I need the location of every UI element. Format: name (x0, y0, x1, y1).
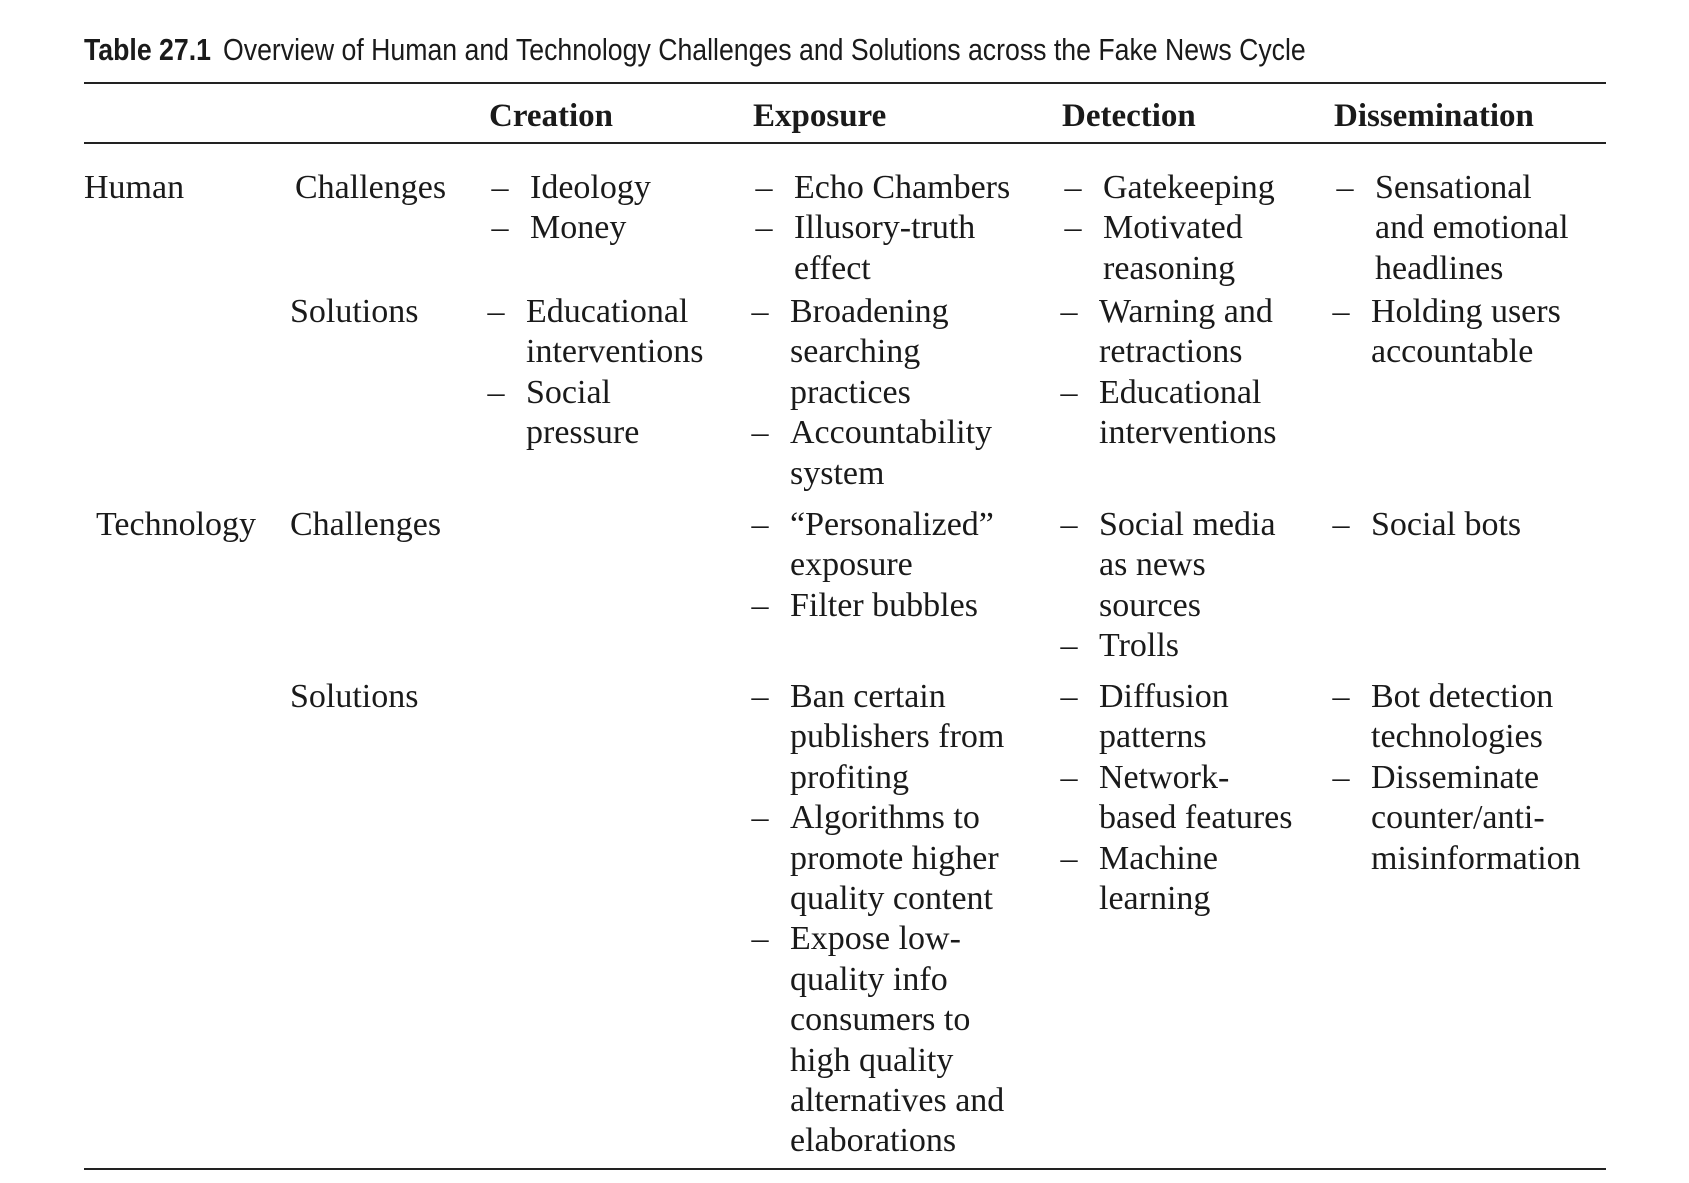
row-label-technology: Technology (96, 506, 257, 543)
list-item: Gatekeeping (1063, 168, 1275, 209)
cell-technology-challenges-dissemination: Social bots (1331, 505, 1521, 546)
list-item: Accountability system (750, 413, 992, 494)
column-header-exposure: Exposure (753, 98, 887, 134)
cell-human-solutions-creation: Educational interventions Social pressur… (486, 292, 704, 454)
bottom-rule (84, 1168, 1606, 1170)
cell-human-challenges-creation: Ideology Money (490, 168, 651, 249)
list-item: Warning and retractions (1059, 292, 1277, 373)
table-title: Overview of Human and Technology Challen… (222, 32, 1306, 67)
table-number: Table 27.1 (84, 32, 211, 67)
list-item: Motivated reasoning (1063, 208, 1275, 289)
list-item: Money (490, 208, 651, 249)
list-item: Algorithms to promote higher quality con… (750, 798, 1004, 919)
cell-human-challenges-detection: Gatekeeping Motivated reasoning (1063, 168, 1275, 289)
sub-label-technology-solutions: Solutions (290, 678, 419, 715)
sub-label-human-solutions: Solutions (290, 293, 419, 330)
cell-human-solutions-exposure: Broadening searching practices Accountab… (750, 292, 992, 494)
cell-technology-challenges-detection: Social media as news sources Trolls (1059, 505, 1276, 667)
list-item: Holding users accountable (1331, 292, 1561, 373)
list-item: Educational interventions (486, 292, 704, 373)
list-item: Social bots (1331, 505, 1521, 546)
list-item: Illusory-truth effect (754, 208, 1010, 289)
list-item: Echo Chambers (754, 168, 1010, 209)
list-item: Ideology (490, 168, 651, 209)
list-item: Social pressure (486, 373, 704, 454)
table-caption: Table 27.1 Overview of Human and Technolo… (84, 24, 1306, 76)
list-item: Expose low- quality info consumers to hi… (750, 919, 1004, 1161)
list-item: Diffusion patterns (1059, 677, 1293, 758)
list-item: Sensational and emotional headlines (1335, 168, 1569, 289)
list-item: Disseminate counter/anti- misinformation (1331, 758, 1581, 879)
list-item: Machine learning (1059, 839, 1293, 920)
column-header-dissemination: Dissemination (1334, 98, 1534, 134)
cell-technology-solutions-detection: Diffusion patterns Network- based featur… (1059, 677, 1293, 919)
top-rule (84, 82, 1606, 84)
row-label-human: Human (84, 169, 185, 206)
cell-human-challenges-exposure: Echo Chambers Illusory-truth effect (754, 168, 1010, 289)
cell-human-solutions-dissemination: Holding users accountable (1331, 292, 1561, 373)
column-header-detection: Detection (1062, 98, 1196, 134)
cell-human-challenges-dissemination: Sensational and emotional headlines (1335, 168, 1569, 289)
list-item: Social media as news sources (1059, 505, 1276, 626)
list-item: Trolls (1059, 626, 1276, 667)
list-item: Educational interventions (1059, 373, 1277, 454)
list-item: Network- based features (1059, 758, 1293, 839)
list-item: Broadening searching practices (750, 292, 992, 413)
sub-label-human-challenges: Challenges (295, 169, 447, 206)
sub-label-technology-challenges: Challenges (290, 506, 442, 543)
header-rule (84, 142, 1606, 144)
cell-technology-solutions-exposure: Ban certain publishers from profiting Al… (750, 677, 1004, 1162)
cell-technology-solutions-dissemination: Bot detection technologies Disseminate c… (1331, 677, 1581, 879)
list-item: Ban certain publishers from profiting (750, 677, 1004, 798)
list-item: “Personalized” exposure (750, 505, 994, 586)
list-item: Bot detection technologies (1331, 677, 1581, 758)
cell-human-solutions-detection: Warning and retractions Educational inte… (1059, 292, 1277, 454)
list-item: Filter bubbles (750, 586, 994, 627)
cell-technology-challenges-exposure: “Personalized” exposure Filter bubbles (750, 505, 994, 627)
column-header-creation: Creation (489, 98, 614, 134)
